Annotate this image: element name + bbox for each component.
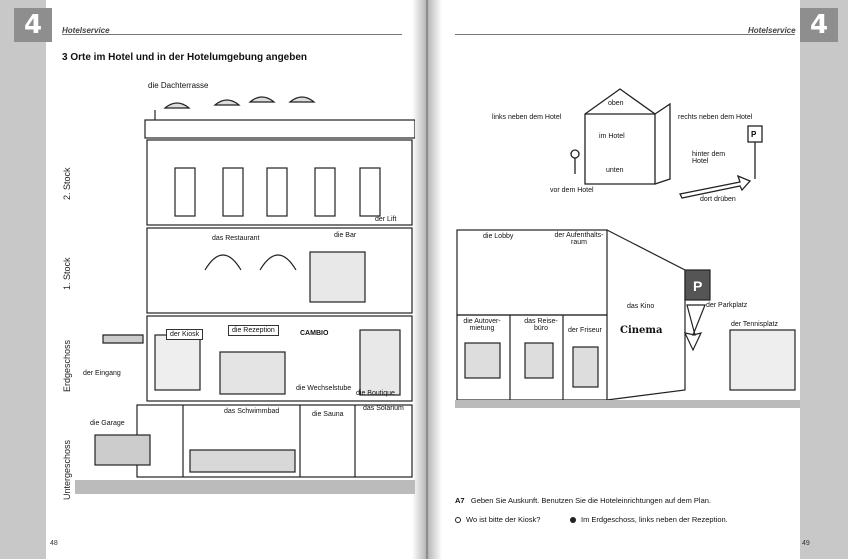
filled-bullet-icon xyxy=(570,517,576,524)
exercise-number: A7 xyxy=(455,496,465,505)
floor-label-ground: Erdgeschoss xyxy=(62,339,72,392)
pos-hinter: hinter dem Hotel xyxy=(692,151,726,165)
hotel-cross-section-illustration xyxy=(75,96,415,494)
label-parkplatz: der Parkplatz xyxy=(706,302,748,309)
position-parking-sign: P xyxy=(751,130,757,139)
pos-unten: unten xyxy=(606,167,624,174)
label-restaurant: das Restaurant xyxy=(212,235,260,242)
label-sauna: die Sauna xyxy=(312,411,344,418)
header-rule-left xyxy=(62,34,402,35)
label-tennisplatz: der Tennisplatz xyxy=(731,321,778,328)
floor-label-2: 2. Stock xyxy=(62,167,72,200)
label-solarium: das Solarium xyxy=(363,405,404,412)
label-garage: die Garage xyxy=(90,420,125,427)
exercise-answer: Im Erdgeschoss, links neben der Rezeptio… xyxy=(570,515,728,524)
label-autovermietung: die Autover-mietung xyxy=(463,318,501,332)
question-text: Wo ist bitte der Kiosk? xyxy=(466,515,541,524)
pos-rechts-neben: rechts neben dem Hotel xyxy=(678,114,753,121)
left-edge-strip xyxy=(0,0,46,559)
label-reisebuero: das Reise-büro xyxy=(524,318,558,332)
label-lobby: die Lobby xyxy=(483,233,514,240)
floor-label-basement: Untergeschoss xyxy=(62,439,72,500)
label-kino: das Kino xyxy=(627,303,655,310)
label-wechselstube: die Wechselstube xyxy=(296,385,352,392)
floor-label-1: 1. Stock xyxy=(62,257,72,290)
label-schwimmbad: das Schwimmbad xyxy=(224,408,280,415)
label-cambio-sign: CAMBIO xyxy=(300,330,329,337)
pos-im-hotel: im Hotel xyxy=(599,133,625,140)
exercise-question: Wo ist bitte der Kiosk? xyxy=(455,515,540,524)
answer-text: Im Erdgeschoss, links neben der Rezeptio… xyxy=(581,515,728,524)
label-bar: die Bar xyxy=(334,232,357,239)
pos-dort-drueben: dort drüben xyxy=(700,196,736,203)
right-edge-strip xyxy=(800,0,848,559)
label-lift: der Lift xyxy=(375,216,397,223)
running-head-left: Hotelservice xyxy=(62,26,110,35)
chapter-tab-right: 4 xyxy=(800,8,838,42)
exercise-instruction: Geben Sie Auskunft. Benutzen Sie die Hot… xyxy=(470,496,712,505)
header-rule-right xyxy=(455,34,795,35)
pos-links-neben: links neben dem Hotel xyxy=(492,114,562,121)
label-boutique: die Boutique xyxy=(356,390,395,397)
label-dachterrasse: die Dachterrasse xyxy=(148,81,209,90)
label-kino-sign: Cinema xyxy=(620,325,663,336)
pos-vor: vor dem Hotel xyxy=(550,187,594,194)
pos-oben: oben xyxy=(608,100,624,107)
position-diagram: P xyxy=(570,88,763,199)
label-kiosk: der Kiosk xyxy=(166,329,204,340)
open-bullet-icon xyxy=(455,517,461,524)
running-head-right: Hotelservice xyxy=(748,26,796,35)
label-friseur: der Friseur xyxy=(568,327,602,334)
page-number-left: 48 xyxy=(50,540,58,547)
section-heading: 3 Orte im Hotel und in der Hotelumgebung… xyxy=(62,52,308,63)
exercise-line: A7 Geben Sie Auskunft. Benutzen Sie die … xyxy=(455,496,711,505)
page-number-right: 49 xyxy=(802,540,810,547)
label-aufenthaltsraum: der Aufenthalts-raum xyxy=(554,232,604,246)
hotel-annex-illustration: P xyxy=(455,229,800,408)
annex-parking-sign: P xyxy=(693,278,702,294)
book-gutter xyxy=(412,0,442,559)
label-eingang: der Eingang xyxy=(83,370,121,377)
chapter-tab-left: 4 xyxy=(14,8,52,42)
label-rezeption: die Rezeption xyxy=(228,325,279,336)
